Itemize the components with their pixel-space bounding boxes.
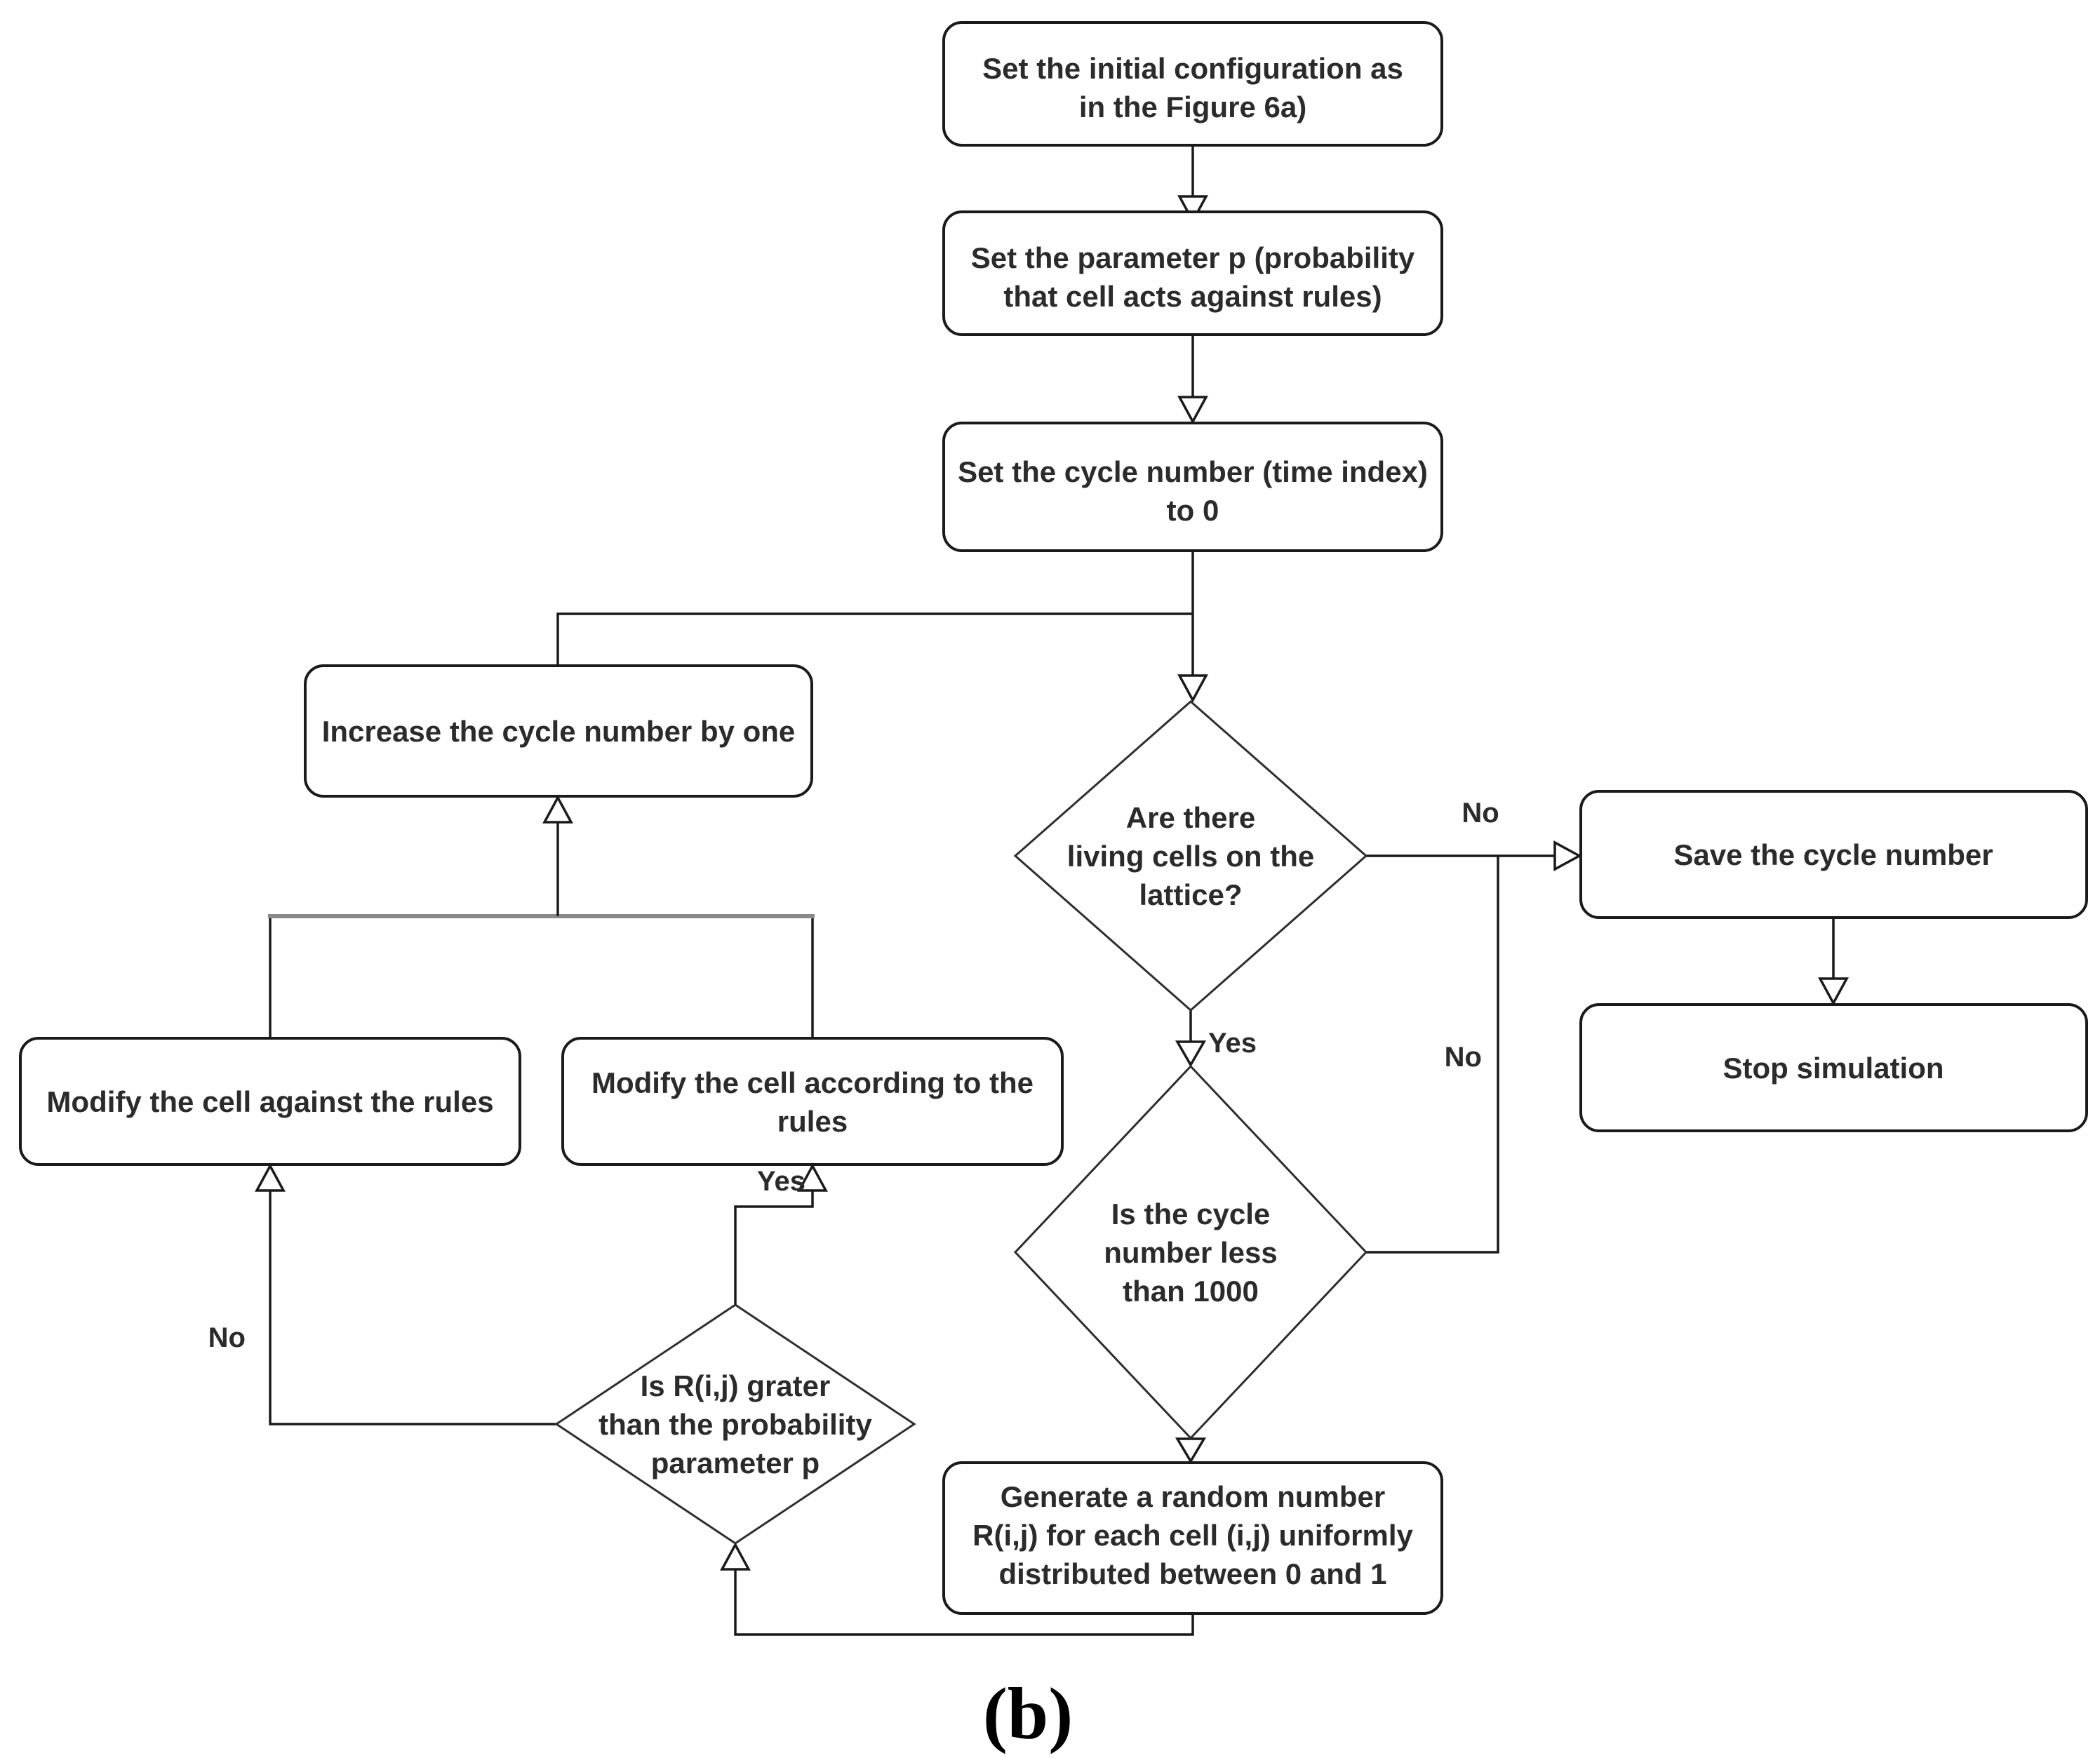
node-save: Save the cycle number	[1579, 790, 2088, 919]
node-lessthan-line1: Is the cycle	[1111, 1197, 1270, 1230]
arrowhead-down-icon	[1175, 1437, 1207, 1464]
connector-param-to-cycle	[1177, 335, 1208, 424]
node-cycle-line2: to 0	[1167, 494, 1219, 527]
node-generate: Generate a random number R(i,j) for each…	[942, 1461, 1443, 1615]
connector-lessthan-yes-to-generate	[1175, 1437, 1207, 1464]
connector-modify-merge-to-increase	[268, 795, 815, 1038]
figure-caption: (b)	[983, 1672, 1073, 1754]
arrowhead-down-icon	[1177, 674, 1208, 703]
node-rij-line1: Is R(i,j) grater	[641, 1369, 831, 1402]
node-living-line2: living cells on the	[1067, 840, 1314, 873]
node-generate-line1: Generate a random number	[1001, 1480, 1385, 1513]
node-generate-line3: distributed between 0 and 1	[998, 1557, 1386, 1590]
node-cycle: Set the cycle number (time index) to 0	[942, 422, 1443, 552]
node-param-line2: that cell acts against rules)	[1003, 280, 1382, 313]
edge-label-rij-no: No	[208, 1322, 246, 1353]
connector-save-to-stop	[1818, 918, 1849, 1006]
node-increase: Increase the cycle number by one	[304, 664, 813, 798]
connector-start-to-param	[1177, 145, 1208, 224]
connector-generate-to-rij	[720, 1542, 1194, 1636]
node-modify-according: Modify the cell according to the rules	[561, 1037, 1064, 1166]
node-living-decision: Are there living cells on the lattice?	[1013, 700, 1368, 1012]
arrowhead-down-icon	[1818, 977, 1849, 1006]
node-rij-line3: parameter p	[651, 1447, 820, 1479]
arrowhead-up-icon	[542, 795, 573, 824]
node-increase-line1: Increase the cycle number by one	[322, 715, 796, 748]
edge-label-living-yes: Yes	[1208, 1028, 1257, 1059]
node-stop: Stop simulation	[1579, 1003, 2088, 1132]
node-start-line1: Set the initial configuration as	[982, 52, 1403, 85]
connector-cycle-to-living	[1177, 551, 1208, 703]
node-start-line2: in the Figure 6a)	[1079, 90, 1306, 123]
arrowhead-right-icon	[1553, 840, 1582, 871]
node-modify-against: Modify the cell against the rules	[19, 1037, 521, 1166]
node-generate-line2: R(i,j) for each cell (i,j) uniformly	[972, 1519, 1413, 1552]
node-lessthan-line2: number less	[1104, 1236, 1277, 1269]
edge-label-living-no: No	[1462, 798, 1499, 828]
connector-living-yes-to-lessthan	[1175, 1010, 1207, 1068]
arrowhead-down-icon	[1177, 396, 1208, 424]
connector-living-no-to-save	[1366, 840, 1582, 871]
arrowhead-down-icon	[1175, 1040, 1207, 1068]
node-param: Set the parameter p (probability that ce…	[942, 210, 1443, 336]
connector-lessthan-no-merge	[1366, 856, 1499, 1254]
arrowhead-up-icon	[255, 1163, 286, 1192]
arrowhead-up-icon	[720, 1542, 751, 1571]
node-rij-line2: than the probability	[598, 1408, 872, 1441]
connector-rij-yes-to-modify-according	[734, 1163, 828, 1305]
node-start: Set the initial configuration as in the …	[942, 21, 1443, 147]
node-param-line1: Set the parameter p (probability	[971, 241, 1415, 274]
node-living-line1: Are there	[1126, 801, 1255, 834]
node-modify-according-line1: Modify the cell according to the	[591, 1066, 1034, 1099]
node-cycle-line1: Set the cycle number (time index)	[958, 455, 1428, 488]
edge-label-rij-yes: Yes	[757, 1166, 805, 1197]
node-living-line3: lattice?	[1139, 878, 1242, 911]
node-modify-against-line1: Modify the cell against the rules	[46, 1085, 493, 1118]
node-modify-according-line2: rules	[777, 1105, 848, 1138]
node-save-line1: Save the cycle number	[1673, 838, 1993, 871]
arrowhead-up-icon	[797, 1163, 828, 1192]
node-stop-line1: Stop simulation	[1723, 1052, 1944, 1085]
edge-label-lessthan-no: No	[1445, 1042, 1482, 1073]
connector-rij-no-to-modify-against	[255, 1163, 556, 1425]
node-rij-decision: Is R(i,j) grater than the probability pa…	[554, 1303, 916, 1545]
arrowhead-down-icon	[1177, 195, 1208, 224]
node-lessthan-decision: Is the cycle number less than 1000	[1013, 1064, 1368, 1440]
connector-increase-loopback	[556, 612, 1193, 666]
node-lessthan-line3: than 1000	[1123, 1275, 1259, 1308]
